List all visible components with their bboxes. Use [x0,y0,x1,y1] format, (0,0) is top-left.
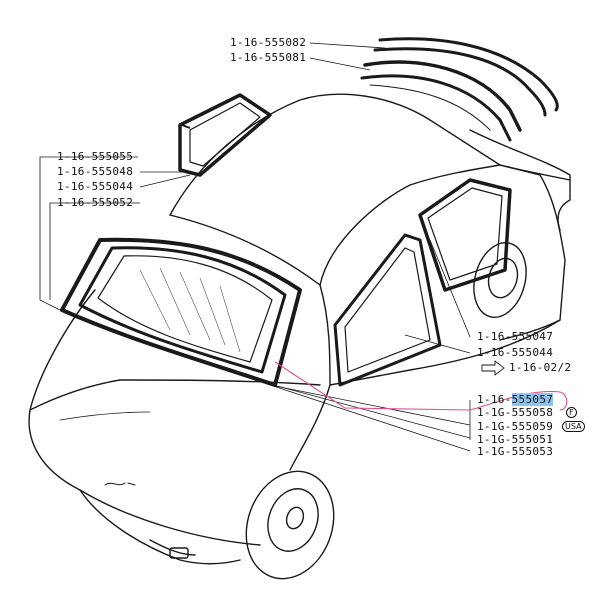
rear-window-seal-1 [378,37,559,112]
quarter-window-seal [178,93,272,177]
badge-f: F [566,407,577,418]
reference-arrow [481,360,505,376]
rear-wheel [473,242,527,318]
windscreen-seal-inner [78,246,287,374]
label-1-1g-555058: 1-1G-555058 [477,406,554,419]
windscreen-seal-outer [60,237,302,387]
label-1-16-555081: 1-16-555081 [230,51,307,64]
label-reference-1-16-02-2: 1-16-02/2 [509,361,572,374]
rear-door-window-seal [418,178,512,292]
label-1-1g-555051: 1-1G-555051 [477,433,554,446]
label-1-16-555048: 1-16-555048 [57,165,134,178]
car-side [319,164,566,386]
label-1-16-555052: 1-16-555052 [57,196,134,209]
label-1-1g-555053: 1-1G-555053 [477,445,554,458]
rear-window-seal-2 [363,60,522,132]
car-roof [169,93,501,286]
front-door-window-seal [333,233,442,387]
highlight-leader [274,361,568,411]
car-hood [28,289,261,546]
label-1-16-555057-highlight: 555057 [511,393,554,406]
label-1-16-555082: 1-16-555082 [230,36,307,49]
label-1-16-555044-lower: 1-16-555044 [477,346,554,359]
label-1-1g-555059: 1-1G-555059 [477,420,554,433]
label-1-16-555047: 1-16-555047 [477,330,554,343]
label-1-16-555057: 1-16-555057 [477,393,554,406]
label-1-16-555055: 1-16-555055 [57,150,134,163]
label-1-16-555057-prefix: 1-16- [477,393,512,406]
front-wheel [245,470,335,580]
label-1-16-555044-upper: 1-16-555044 [57,180,134,193]
badge-usa: USA [562,421,585,432]
